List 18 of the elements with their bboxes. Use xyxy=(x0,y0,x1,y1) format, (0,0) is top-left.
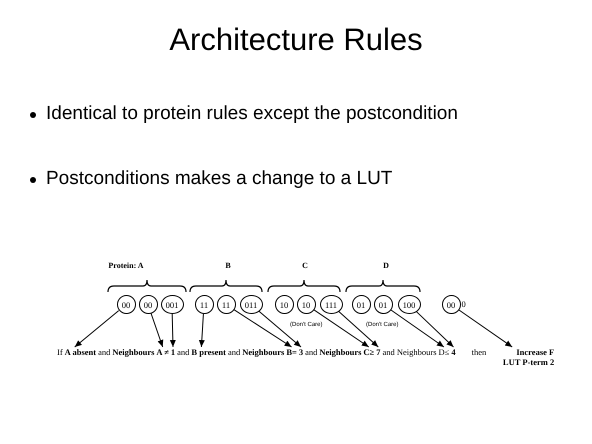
group-label: B xyxy=(225,261,231,270)
slide-title: Architecture Rules xyxy=(168,22,424,58)
sentence-text: and xyxy=(98,347,110,357)
group-label: Protein: A xyxy=(108,261,144,270)
sentence-text: and xyxy=(228,347,240,357)
sentence-text: Neighbours xyxy=(112,347,154,357)
sentence-text: then xyxy=(472,347,486,357)
sentence-text: and xyxy=(305,347,318,357)
sentence-text: If xyxy=(57,347,63,357)
sentence-text: Neighbours xyxy=(242,347,284,357)
sentence-text: Neighbours xyxy=(319,347,362,357)
group-label: C xyxy=(302,261,308,270)
bullet-text: Postconditions makes a change to a LUT xyxy=(46,168,392,190)
beside-text: 0 xyxy=(462,299,466,309)
sentence-text: and Neighbours xyxy=(382,347,437,357)
bullet-text: Identical to protein rules except the postcondition xyxy=(46,103,458,125)
group-label: D xyxy=(383,261,389,270)
sentence-text: and xyxy=(177,347,190,357)
